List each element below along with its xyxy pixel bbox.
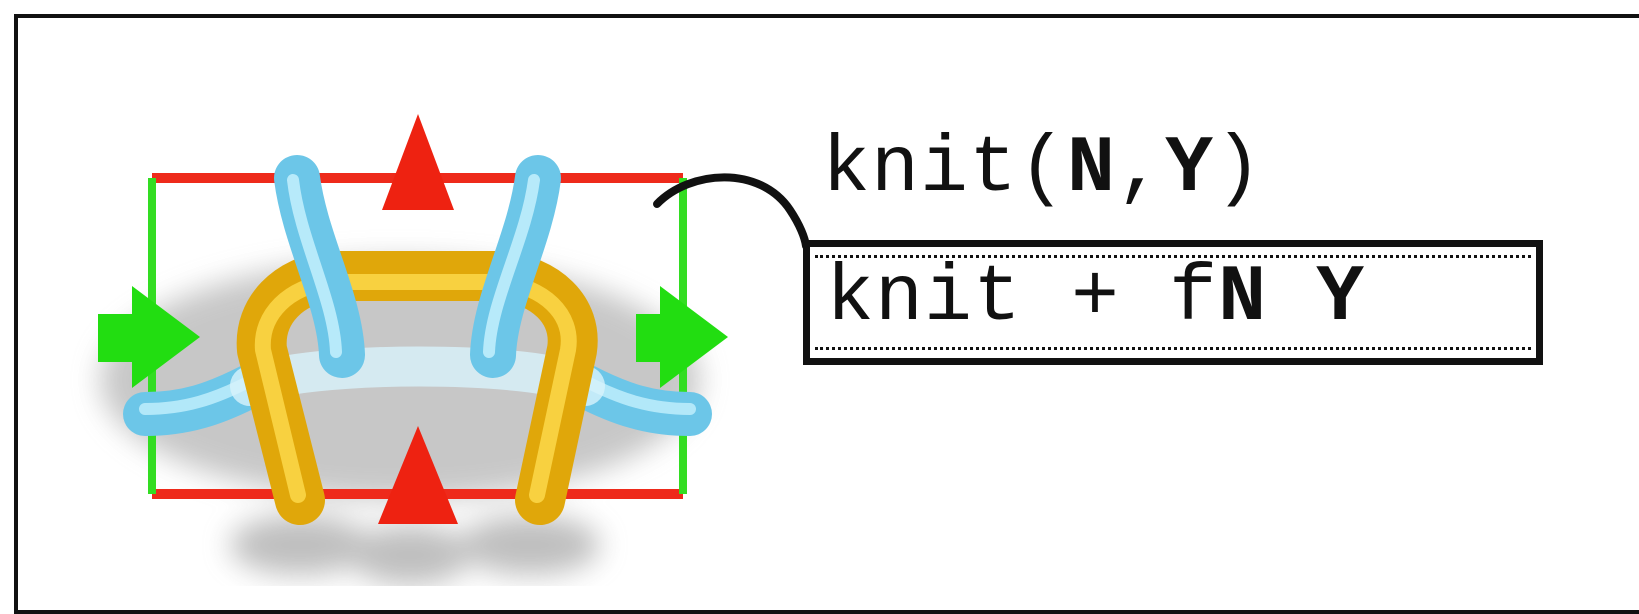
expr-arg-y: Y — [1316, 253, 1366, 344]
right-arrow-left — [98, 286, 200, 388]
arg-n: N — [1067, 124, 1117, 215]
connector-curve — [653, 173, 810, 250]
up-arrow-bottom — [378, 426, 458, 524]
function-signature: knit(N,Y) — [822, 124, 1264, 215]
knit-diagram — [98, 114, 810, 585]
expr-arg-n: N — [1218, 253, 1268, 344]
right-arrow-right — [636, 286, 728, 388]
expression-text: knit + fN Y — [826, 253, 1366, 344]
blue-yarn-back — [230, 346, 605, 406]
arg-y: Y — [1165, 124, 1215, 215]
expression-box: knit + fN Y — [803, 240, 1543, 365]
up-arrow-top — [382, 114, 454, 210]
